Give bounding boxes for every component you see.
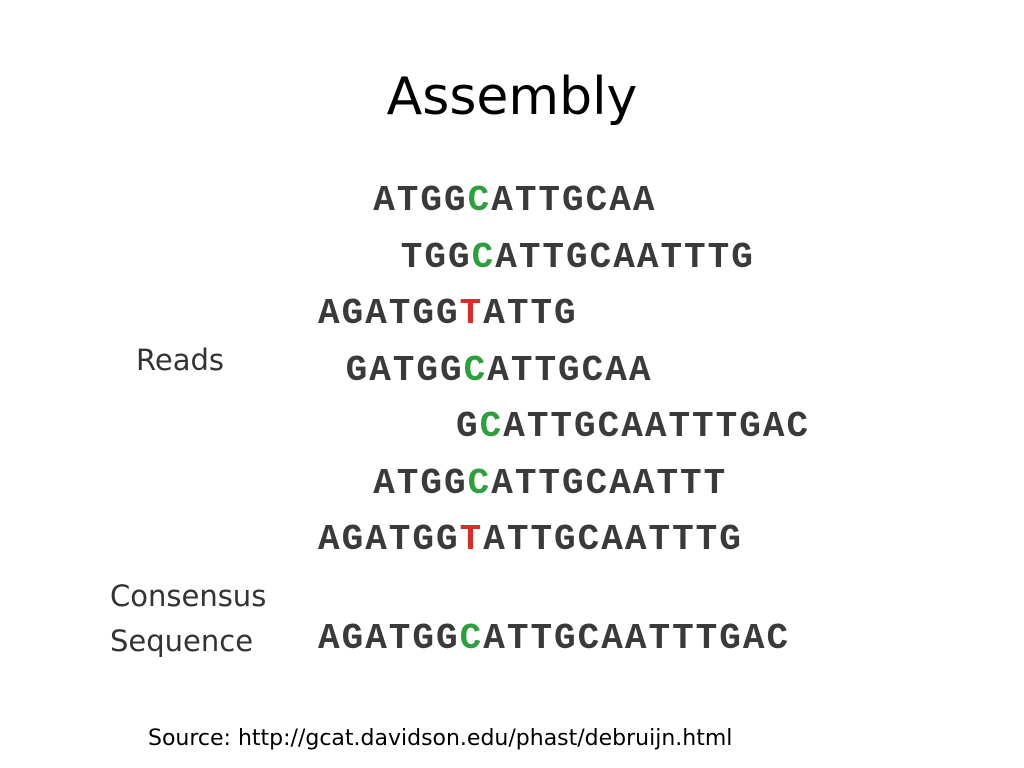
highlighted-base: C bbox=[479, 406, 504, 447]
read-row: ATGGCATTGCAATTT bbox=[373, 462, 728, 504]
consensus-label-line1: Consensus bbox=[110, 579, 267, 613]
read-row: AGATGGTATTGCAATTTG bbox=[318, 519, 743, 560]
consensus-label-line2: Sequence bbox=[110, 624, 254, 658]
read-row: TGGCATTGCAATTTG bbox=[400, 236, 755, 278]
highlighted-base: C bbox=[471, 236, 496, 278]
read-row: ATGGCATTGCAA bbox=[373, 180, 657, 221]
read-row: GATGGCATTGCAA bbox=[345, 349, 653, 391]
read-row: GCATTGCAATTTGAC bbox=[456, 406, 811, 447]
consensus-row: AGATGGCATTGCAATTTGAC bbox=[318, 618, 791, 659]
reads-label: Reads bbox=[136, 343, 224, 377]
read-row: AGATGGTATTG bbox=[318, 293, 578, 334]
highlighted-base: C bbox=[459, 618, 484, 659]
highlighted-base: T bbox=[459, 293, 484, 334]
source-citation: Source: http://gcat.davidson.edu/phast/d… bbox=[148, 726, 733, 751]
slide-title: Assembly bbox=[386, 67, 638, 127]
highlighted-base: T bbox=[459, 519, 484, 560]
assembly-figure: Reads ATGGCATTGCAA TGGCATTGCAATTTG AGATGGT… bbox=[98, 165, 886, 665]
highlighted-base: C bbox=[463, 349, 488, 391]
highlighted-base: C bbox=[467, 180, 492, 221]
highlighted-base: C bbox=[467, 462, 492, 504]
